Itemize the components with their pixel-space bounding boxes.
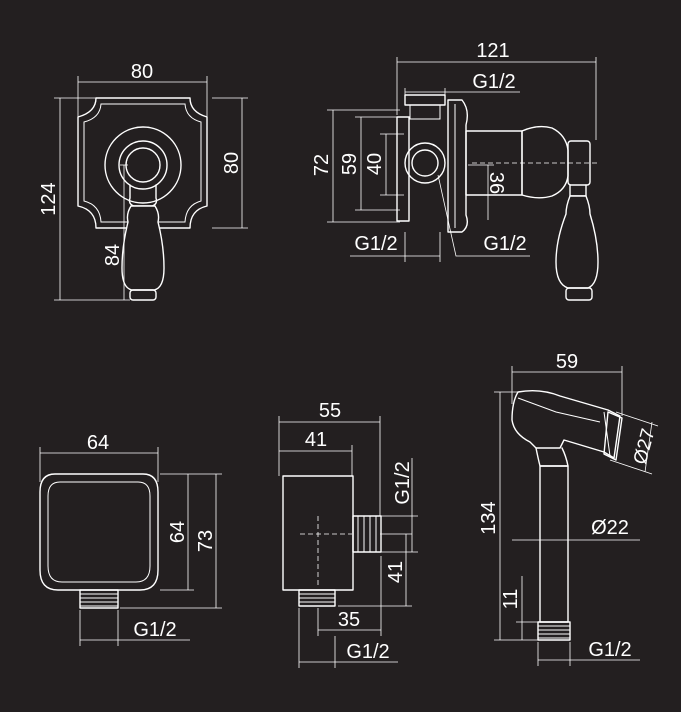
mixer-side-h59-label: 59 <box>339 153 361 175</box>
mixer-side-inlet-top-label: G1/2 <box>472 71 515 93</box>
mixer-side-lever-neck <box>569 184 587 197</box>
mixer-side-lever-cap <box>565 287 593 301</box>
elbow-front-height-label: 64 <box>167 521 189 543</box>
hand-shower-length-label: 134 <box>478 501 500 534</box>
hand-shower-neck <box>535 447 569 467</box>
mixer-front-height-label: 80 <box>221 152 243 174</box>
mixer-side-top-stub-inner <box>409 104 441 120</box>
mixer-front-lever-label: 84 <box>102 244 124 266</box>
elbow-side-body-label: 41 <box>305 429 327 451</box>
hand-shower-handle-diameter-label: Ø22 <box>591 517 629 539</box>
mixer-front-width-label: 80 <box>131 61 153 83</box>
elbow-front-body-outer <box>39 473 159 591</box>
hand-shower-thread-label: G1/2 <box>588 639 631 661</box>
mixer-side-view: 121 G1/2 72 59 40 36 G1/2 G1/2 <box>311 40 600 301</box>
mixer-side-rear-body <box>396 116 410 222</box>
elbow-front-body-inner <box>47 481 151 583</box>
elbow-side-depth-label: 55 <box>319 400 341 422</box>
mixer-front-lever-cap <box>129 289 157 301</box>
hand-shower-thread <box>537 621 571 641</box>
leader-line <box>437 174 530 257</box>
mixer-side-h40-label: 40 <box>364 153 386 175</box>
dim-line <box>644 421 653 473</box>
mixer-side-plate <box>447 99 469 233</box>
dim-line <box>615 411 659 427</box>
elbow-side-thread-bottom-label: G1/2 <box>346 641 389 663</box>
hand-shower-thread-length-label: 11 <box>500 589 522 610</box>
elbow-side-thread-side-label: G1/2 <box>392 461 414 504</box>
elbow-front-view: 64 64 73 G1/2 <box>39 432 222 646</box>
mixer-side-top-stub <box>404 94 446 106</box>
mixer-front-plate-outer <box>77 97 208 229</box>
mixer-side-cap <box>521 125 569 199</box>
mixer-front-nut-inner <box>125 147 161 183</box>
mixer-side-depth-label: 121 <box>476 40 509 62</box>
mixer-side-inlet-inner <box>411 149 439 177</box>
elbow-side-outlet <box>352 515 382 553</box>
hand-shower-handle <box>539 465 569 623</box>
hand-shower-head <box>511 389 621 459</box>
mixer-side-inlet-bottom-right-label: G1/2 <box>483 233 526 255</box>
mixer-front-lever-handle <box>121 205 165 291</box>
elbow-side-offset-label: 35 <box>338 609 360 631</box>
mixer-side-h72-label: 72 <box>311 154 333 176</box>
elbow-front-thread-label: G1/2 <box>133 619 176 641</box>
mixer-front-view: 80 80 124 84 <box>38 61 248 301</box>
elbow-front-total-height-label: 73 <box>195 530 217 552</box>
hand-shower-head-detail <box>517 397 611 457</box>
mixer-front-plate-inner <box>83 103 202 223</box>
hand-shower-nozzle <box>603 411 623 461</box>
elbow-side-height-label: 41 <box>385 561 407 583</box>
mixer-front-nut-outer <box>118 140 168 190</box>
elbow-front-width-label: 64 <box>87 432 109 454</box>
mixer-side-inlet-bottom-left-label: G1/2 <box>354 233 397 255</box>
hand-shower-view: 59 Ø27 Ø22 134 11 G1/2 <box>478 351 659 666</box>
mixer-side-lever-handle <box>555 195 599 289</box>
mixer-front-total-height-label: 124 <box>38 182 60 215</box>
hand-shower-head-label: 59 <box>556 351 578 373</box>
elbow-front-thread <box>79 589 119 609</box>
elbow-side-view: 55 41 G1/2 41 35 G1/2 <box>278 400 418 668</box>
mixer-side-inlet-outer <box>404 142 446 184</box>
hand-shower-head-diameter-label: Ø27 <box>630 427 660 467</box>
mixer-front-rosette <box>104 126 182 204</box>
mixer-side-h36-label: 36 <box>485 172 507 194</box>
